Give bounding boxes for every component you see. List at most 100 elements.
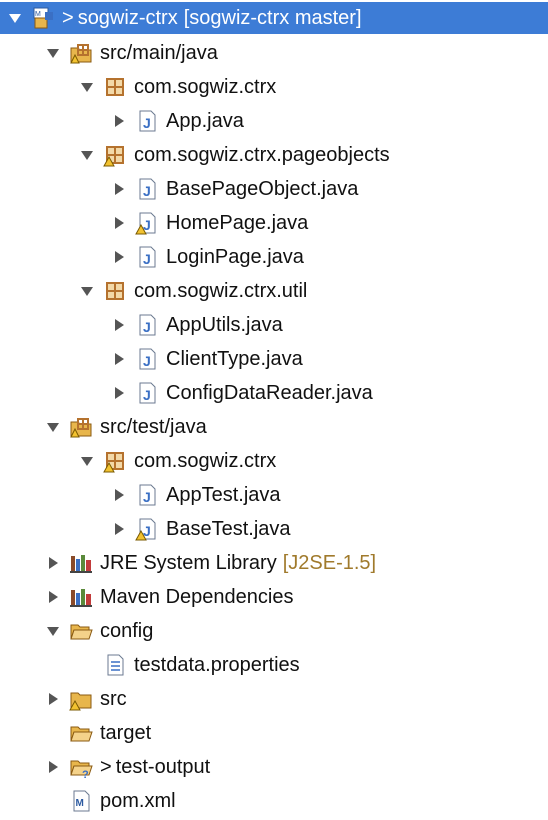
tree-item-apptest-java[interactable]: J AppTest.java	[0, 478, 548, 512]
java-file-warning-icon: J	[134, 210, 160, 236]
collapsed-arrow-icon[interactable]	[44, 554, 62, 572]
tree-item-test-output-folder[interactable]: ? > test-output	[0, 750, 548, 784]
source-folder-icon	[68, 414, 94, 440]
tree-item-package-ctrx[interactable]: com.sogwiz.ctrx	[0, 70, 548, 104]
tree-item-app-java[interactable]: J App.java	[0, 104, 548, 138]
tree-item-label: com.sogwiz.ctrx	[134, 76, 277, 98]
tree-item-label: App.java	[166, 110, 244, 132]
collapsed-arrow-icon[interactable]	[110, 520, 128, 538]
tree-item-src-test-java[interactable]: src/test/java	[0, 410, 548, 444]
tree-item-label: AppTest.java	[166, 484, 281, 506]
tree-item-label: test-output	[115, 756, 211, 778]
package-warning-icon	[102, 448, 128, 474]
java-file-icon: J	[134, 482, 160, 508]
tree-item-package-test-ctrx[interactable]: com.sogwiz.ctrx	[0, 444, 548, 478]
tree-item-label: config	[100, 620, 154, 642]
expanded-arrow-icon[interactable]	[78, 452, 96, 470]
tree-item-label: BasePageObject.java	[166, 178, 359, 200]
package-icon	[102, 74, 128, 100]
svg-text:M: M	[35, 11, 41, 18]
collapsed-arrow-icon[interactable]	[44, 690, 62, 708]
library-icon	[68, 584, 94, 610]
tree-item-label: LoginPage.java	[166, 246, 304, 268]
expanded-arrow-icon[interactable]	[78, 78, 96, 96]
java-file-icon: J	[134, 244, 160, 270]
text-file-icon	[102, 652, 128, 678]
java-file-icon: J	[134, 380, 160, 406]
svg-text:M: M	[76, 798, 84, 809]
expanded-arrow-icon[interactable]	[44, 622, 62, 640]
tree-item-label: com.sogwiz.ctrx.pageobjects	[134, 144, 390, 166]
tree-item-src-folder[interactable]: src	[0, 682, 548, 716]
tree-item-label: src/test/java	[100, 416, 207, 438]
tree-item-label: HomePage.java	[166, 212, 309, 234]
tree-item-pom-xml[interactable]: M pom.xml	[0, 784, 548, 818]
collapsed-arrow-icon[interactable]	[110, 316, 128, 334]
expanded-arrow-icon[interactable]	[78, 282, 96, 300]
tree-item-label: src/main/java	[100, 42, 218, 64]
tree-item-testdata-properties[interactable]: testdata.properties	[0, 648, 548, 682]
git-dirty-prefix: >	[100, 756, 112, 778]
collapsed-arrow-icon[interactable]	[110, 112, 128, 130]
collapsed-arrow-icon[interactable]	[110, 350, 128, 368]
tree-item-maven-dependencies[interactable]: Maven Dependencies	[0, 580, 548, 614]
jre-version-decoration: [J2SE-1.5]	[282, 552, 377, 574]
untracked-folder-icon: ?	[68, 754, 94, 780]
expanded-arrow-icon[interactable]	[6, 9, 24, 27]
tree-item-src-main-java[interactable]: src/main/java	[0, 36, 548, 70]
collapsed-arrow-icon[interactable]	[44, 758, 62, 776]
tree-item-label: AppUtils.java	[166, 314, 283, 336]
tree-item-label: com.sogwiz.ctrx.util	[134, 280, 308, 302]
svg-text:J: J	[143, 319, 151, 335]
java-file-icon: J	[134, 108, 160, 134]
tree-item-label: Maven Dependencies	[100, 586, 294, 608]
package-warning-icon	[102, 142, 128, 168]
collapsed-arrow-icon[interactable]	[110, 384, 128, 402]
tree-item-homepage-java[interactable]: J HomePage.java	[0, 206, 548, 240]
source-folder-icon	[68, 40, 94, 66]
svg-text:J: J	[143, 489, 151, 505]
tree-item-clienttype-java[interactable]: J ClientType.java	[0, 342, 548, 376]
svg-text:?: ?	[82, 769, 89, 779]
tree-item-loginpage-java[interactable]: J LoginPage.java	[0, 240, 548, 274]
tree-item-config-folder[interactable]: config	[0, 614, 548, 648]
tree-item-target-folder[interactable]: target	[0, 716, 548, 750]
collapsed-arrow-icon[interactable]	[110, 248, 128, 266]
tree-item-label: pom.xml	[100, 790, 176, 812]
tree-item-label: com.sogwiz.ctrx	[134, 450, 277, 472]
project-label: sogwiz-ctrx	[77, 7, 178, 29]
tree-item-apputils-java[interactable]: J AppUtils.java	[0, 308, 548, 342]
svg-text:J: J	[143, 353, 151, 369]
collapsed-arrow-icon[interactable]	[110, 180, 128, 198]
svg-text:J: J	[143, 387, 151, 403]
expanded-arrow-icon[interactable]	[44, 418, 62, 436]
expanded-arrow-icon[interactable]	[44, 44, 62, 62]
tree-item-basetest-java[interactable]: J BaseTest.java	[0, 512, 548, 546]
tree-item-jre-library[interactable]: JRE System Library [J2SE-1.5]	[0, 546, 548, 580]
collapsed-arrow-icon[interactable]	[110, 214, 128, 232]
svg-text:J: J	[143, 523, 151, 539]
tree-item-package-pageobjects[interactable]: com.sogwiz.ctrx.pageobjects	[0, 138, 548, 172]
collapsed-arrow-icon[interactable]	[110, 486, 128, 504]
collapsed-arrow-icon[interactable]	[44, 588, 62, 606]
package-icon	[102, 278, 128, 304]
expanded-arrow-icon[interactable]	[78, 146, 96, 164]
open-folder-icon	[68, 618, 94, 644]
tree-item-label: ClientType.java	[166, 348, 303, 370]
tree-item-label: ConfigDataReader.java	[166, 382, 373, 404]
tree-item-basepageobject-java[interactable]: J BasePageObject.java	[0, 172, 548, 206]
tree-item-label: target	[100, 722, 152, 744]
tree-item-label: src	[100, 688, 127, 710]
tree-item-configdatareader-java[interactable]: J ConfigDataReader.java	[0, 376, 548, 410]
java-file-icon: J	[134, 176, 160, 202]
tree-item-package-util[interactable]: com.sogwiz.ctrx.util	[0, 274, 548, 308]
open-folder-icon	[68, 720, 94, 746]
library-icon	[68, 550, 94, 576]
tree-item-label: JRE System Library	[100, 552, 277, 574]
svg-text:J: J	[143, 183, 151, 199]
folder-warning-icon	[68, 686, 94, 712]
tree-item-label: BaseTest.java	[166, 518, 291, 540]
tree-item-label: testdata.properties	[134, 654, 300, 676]
tree-item-project[interactable]: M > sogwiz-ctrx [sogwiz-ctrx master]	[0, 2, 548, 34]
java-file-icon: J	[134, 312, 160, 338]
